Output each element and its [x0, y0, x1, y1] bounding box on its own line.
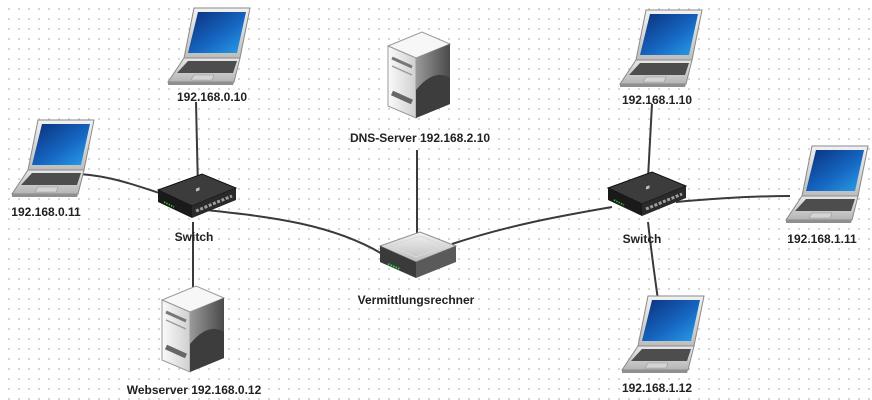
link-switch-b-laptop-1-10 — [647, 103, 653, 179]
node-label-vermittlungsrechner: Vermittlungsrechner — [358, 293, 475, 307]
node-label-switch-b: Switch — [623, 232, 662, 246]
node-label-192-168-1-12: 192.168.1.12 — [622, 381, 692, 395]
link-router-switch-b — [451, 206, 613, 245]
laptop-icon[interactable] — [11, 119, 95, 198]
node-label-dns-server: DNS-Server 192.168.2.10 — [350, 131, 490, 145]
link-switch-a-router — [205, 209, 385, 256]
node-label-webserver: Webserver 192.168.0.12 — [127, 383, 262, 397]
laptop-icon[interactable] — [621, 295, 705, 374]
server-icon[interactable] — [388, 32, 450, 118]
node-label-192-168-1-10: 192.168.1.10 — [622, 93, 692, 107]
router-icon[interactable] — [379, 231, 457, 279]
node-label-switch-a: Switch — [175, 230, 214, 244]
laptop-icon[interactable] — [167, 7, 251, 86]
link-switch-b-laptop-1-11 — [675, 195, 791, 203]
connection-links — [79, 101, 791, 301]
server-icon[interactable] — [162, 286, 224, 372]
laptop-icon[interactable] — [785, 145, 869, 224]
switch-icon[interactable] — [606, 170, 688, 218]
node-label-192-168-0-11: 192.168.0.11 — [11, 205, 81, 219]
laptop-icon[interactable] — [619, 9, 703, 88]
node-label-192-168-0-10: 192.168.0.10 — [177, 90, 247, 104]
link-switch-a-laptop-0-11 — [79, 173, 169, 197]
link-switch-b-laptop-1-12 — [647, 221, 659, 301]
node-label-192-168-1-11: 192.168.1.11 — [787, 232, 857, 246]
